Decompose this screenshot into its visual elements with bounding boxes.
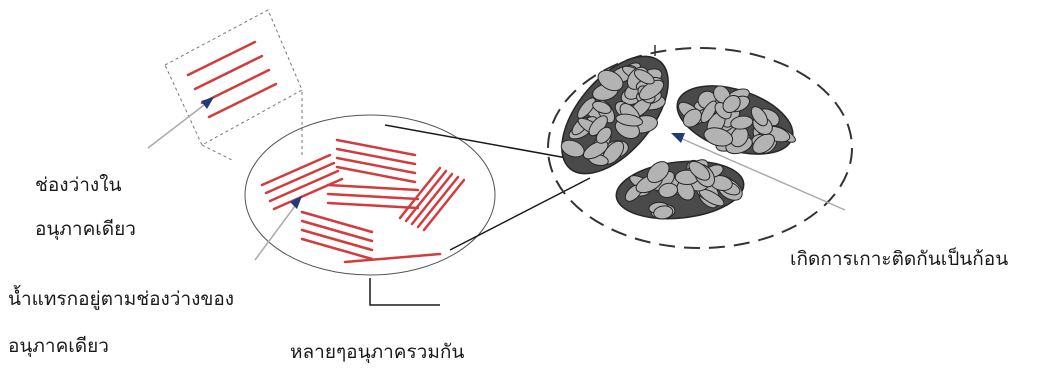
zoom-platelets [188,42,276,117]
platelet-line [424,180,464,230]
platelet-line [337,149,415,164]
water-pointer-arrow [255,202,298,260]
label-single-void-line2: อนุภาคเดียว [35,220,136,239]
platelet-line [418,177,458,227]
platelet-line [302,212,372,232]
label-agglomerate: เกิดการเกาะติดกันเป็นก้อน [790,250,1008,269]
platelet-line [195,56,262,89]
platelet-line [302,221,372,241]
connector-line-bottom [450,178,590,250]
label-many-particles: หลายๆอนุภาครวมกัน [290,343,464,362]
platelet-line [302,239,372,259]
platelet-line [328,185,418,190]
bracket-line [370,278,440,305]
label-single-void-line1: ช่องว่างใน [35,176,121,195]
particle-cluster [669,73,802,167]
agglomerate-pointer-arrowhead [671,133,685,143]
single-particle-zoom [148,10,302,160]
platelet-line [209,84,276,117]
platelet-line [337,140,415,155]
void-pointer-arrow [148,102,208,148]
platelet-line [337,167,415,182]
label-water-line1: น้ำแทรกอยู่ตามช่องว่างของ [8,290,234,309]
platelet-line [400,168,440,218]
particle-cluster [613,155,746,224]
label-water-line2: อนุภาคเดียว [8,337,109,356]
platelet-line [328,203,418,208]
zoom-box [165,10,302,145]
platelet-line [302,230,372,250]
zoom-guide-line [202,145,232,160]
platelet-line [337,158,415,173]
void-pointer-arrowhead [201,97,214,109]
many-particles-group [245,115,590,305]
agglomerate-group [542,38,852,248]
platelet-line [328,194,418,199]
platelet-line [406,171,446,221]
